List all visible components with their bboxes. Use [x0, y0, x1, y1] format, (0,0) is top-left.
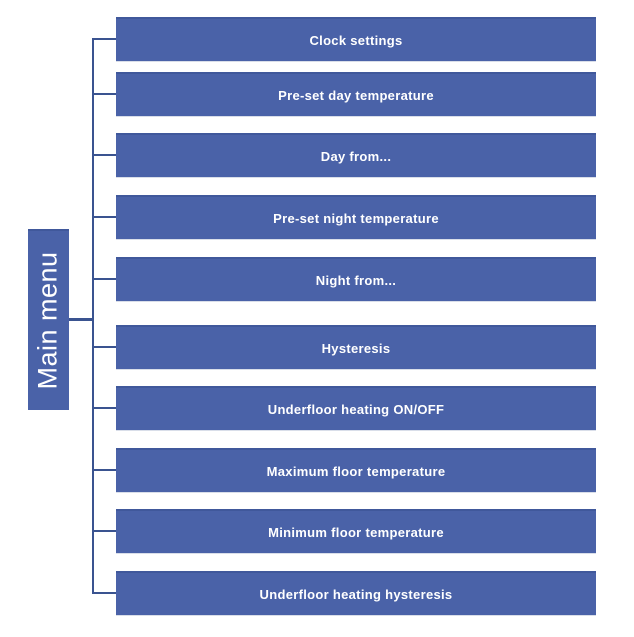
branch-line — [92, 216, 116, 218]
menu-item-label: Underfloor heating ON/OFF — [267, 401, 445, 417]
menu-item-label: Minimum floor temperature — [268, 524, 444, 540]
trunk-line — [92, 38, 94, 594]
menu-item-minimum-floor-temperature: Minimum floor temperature — [92, 509, 596, 553]
menu-item-label: Clock settings — [309, 32, 403, 48]
branch-line — [92, 469, 116, 471]
menu-item-underfloor-heating-hysteresis: Underfloor heating hysteresis — [92, 571, 596, 615]
branch-line — [92, 93, 116, 95]
main-menu-box: Main menu — [28, 229, 69, 410]
menu-item-maximum-floor-temperature: Maximum floor temperature — [92, 448, 596, 492]
branch-line — [92, 154, 116, 156]
menu-item-label: Hysteresis — [321, 340, 391, 356]
branch-line — [92, 38, 116, 40]
branch-line — [92, 346, 116, 348]
menu-item-box: Underfloor heating hysteresis — [116, 571, 596, 615]
menu-item-underfloor-heating-on-off: Underfloor heating ON/OFF — [92, 386, 596, 430]
menu-item-box: Maximum floor temperature — [116, 448, 596, 492]
menu-item-preset-day-temperature: Pre-set day temperature — [92, 72, 596, 116]
menu-item-clock-settings: Clock settings — [92, 17, 596, 61]
menu-item-night-from: Night from... — [92, 257, 596, 301]
menu-item-label: Day from... — [320, 148, 392, 164]
root-connector-line — [69, 318, 94, 321]
menu-item-label: Maximum floor temperature — [266, 463, 446, 479]
menu-item-box: Day from... — [116, 133, 596, 177]
menu-item-preset-night-temperature: Pre-set night temperature — [92, 195, 596, 239]
menu-item-box: Clock settings — [116, 17, 596, 61]
menu-item-label: Pre-set night temperature — [273, 210, 439, 226]
menu-item-box: Hysteresis — [116, 325, 596, 369]
branch-line — [92, 407, 116, 409]
menu-item-box: Night from... — [116, 257, 596, 301]
menu-item-hysteresis: Hysteresis — [92, 325, 596, 369]
menu-item-box: Pre-set day temperature — [116, 72, 596, 116]
branch-line — [92, 530, 116, 532]
menu-item-day-from: Day from... — [92, 133, 596, 177]
branch-line — [92, 278, 116, 280]
menu-item-box: Underfloor heating ON/OFF — [116, 386, 596, 430]
menu-item-label: Pre-set day temperature — [278, 87, 434, 103]
menu-item-box: Pre-set night temperature — [116, 195, 596, 239]
branch-line — [92, 592, 116, 594]
menu-item-label: Underfloor heating hysteresis — [259, 586, 453, 602]
menu-item-label: Night from... — [315, 272, 397, 288]
main-menu-label: Main menu — [33, 251, 64, 390]
menu-item-box: Minimum floor temperature — [116, 509, 596, 553]
